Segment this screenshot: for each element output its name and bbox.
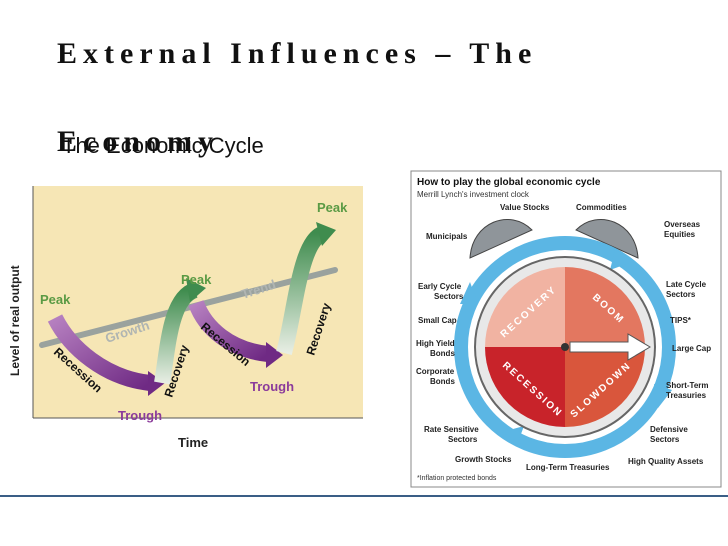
- left-bell: [469, 219, 533, 259]
- trough-label-2: Trough: [250, 379, 294, 394]
- label-short-term-2: Treasuries: [666, 391, 707, 400]
- label-long-term-treasuries: Long-Term Treasuries: [526, 463, 610, 472]
- label-growth-stocks: Growth Stocks: [455, 455, 512, 464]
- y-axis-label: Level of real output: [8, 265, 22, 376]
- label-defensive-2: Sectors: [650, 435, 680, 444]
- business-cycle-diagram: Peak Peak Peak Growth Trend Recession Re…: [8, 186, 363, 450]
- quadrant-recovery: [485, 267, 565, 347]
- label-late-cycle-2: Sectors: [666, 290, 696, 299]
- quadrant-recession: [485, 347, 565, 427]
- ring-arrowhead-right: [654, 384, 672, 408]
- label-late-cycle-1: Late Cycle: [666, 280, 707, 289]
- peak-label-3: Peak: [317, 200, 348, 215]
- slide-title: External Influences – The Economy: [57, 37, 538, 158]
- right-bell: [575, 219, 639, 259]
- label-rate-sensitive-1: Rate Sensitive: [424, 425, 479, 434]
- peak-label-2: Peak: [181, 272, 212, 287]
- label-small-cap: Small Cap: [418, 316, 457, 325]
- recovery-arrowhead-2: [316, 222, 336, 246]
- label-large-cap: Large Cap: [672, 344, 711, 353]
- quadrant-boom: [565, 267, 645, 347]
- ring-arrowhead-left: [460, 282, 478, 304]
- label-early-cycle-2: Sectors: [434, 292, 464, 301]
- label-overseas-equities-1: Overseas: [664, 220, 701, 229]
- x-axis-label: Time: [178, 435, 208, 450]
- label-rate-sensitive-2: Sectors: [448, 435, 478, 444]
- label-defensive-1: Defensive: [650, 425, 688, 434]
- label-overseas-equities-2: Equities: [664, 230, 696, 239]
- clock-center: [561, 343, 569, 351]
- recession-arrowhead-1: [148, 371, 165, 396]
- recession-arrow-1: [47, 314, 152, 391]
- footer-rule: [0, 495, 728, 497]
- quadrant-slowdown: [565, 347, 645, 427]
- investment-clock-diagram: How to play the global economic cycle Me…: [410, 170, 722, 488]
- clock-subtitle: Merrill Lynch's investment clock: [417, 190, 530, 199]
- label-value-stocks: Value Stocks: [500, 203, 550, 212]
- label-high-yield-1: High Yield: [416, 339, 455, 348]
- ring-arrowhead-top: [610, 250, 632, 270]
- label-early-cycle-1: Early Cycle: [418, 282, 462, 291]
- ring-arrowhead-bottom: [502, 426, 524, 442]
- label-municipals: Municipals: [426, 232, 468, 241]
- clock-footnote: *Inflation protected bonds: [417, 475, 497, 482]
- recession-arrow-2: [188, 299, 270, 362]
- slide-subtitle: The Economic Cycle: [62, 133, 264, 158]
- label-corporate-2: Bonds: [430, 377, 455, 386]
- label-high-yield-2: Bonds: [430, 349, 455, 358]
- clock-title: How to play the global economic cycle: [417, 177, 601, 188]
- recovery-arrowhead-1: [186, 278, 206, 302]
- recovery-arrow-1: [154, 282, 199, 385]
- trough-label-1: Trough: [118, 408, 162, 423]
- trend-line: [39, 267, 338, 348]
- recovery-arrow-2: [276, 225, 329, 356]
- label-corporate-1: Corporate: [416, 367, 455, 376]
- label-tips: TIPS*: [670, 316, 692, 325]
- label-high-quality: High Quality Assets: [628, 457, 704, 466]
- peak-label-1: Peak: [40, 292, 71, 307]
- label-commodities: Commodities: [576, 203, 627, 212]
- arrow-ring: [454, 236, 676, 458]
- label-short-term-1: Short-Term: [666, 381, 709, 390]
- clock-hand: [569, 333, 651, 361]
- recession-arrowhead-2: [266, 342, 283, 368]
